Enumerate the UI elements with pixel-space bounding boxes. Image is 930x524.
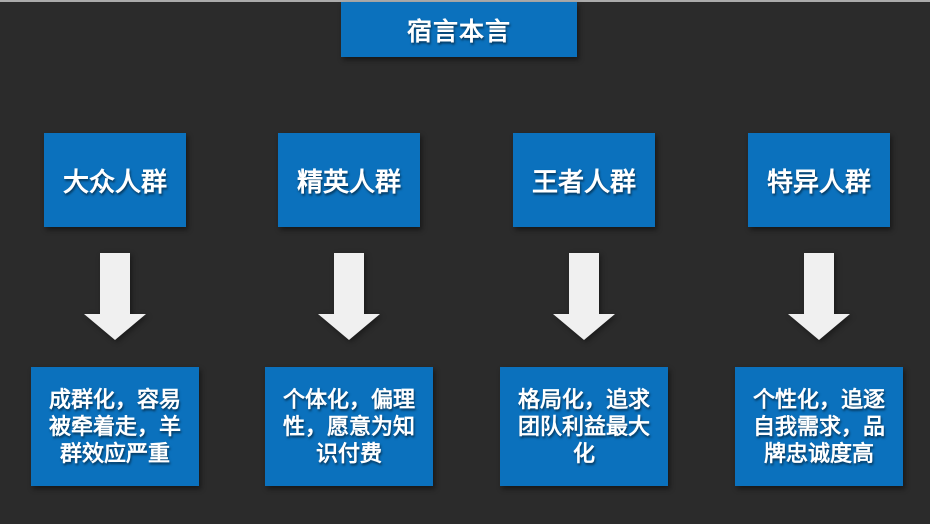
- column-elite-crowd: 精英人群 个体化，偏理 性，愿意为知 识付费: [232, 133, 466, 486]
- description-box: 个性化，追逐 自我需求，品 牌忠诚度高: [735, 367, 903, 486]
- group-box: 精英人群: [278, 133, 420, 227]
- down-arrow-icon: [84, 253, 146, 340]
- arrow-head: [84, 314, 146, 340]
- column-mass-crowd: 大众人群 成群化，容易 被牵着走，羊 群效应严重: [0, 133, 232, 486]
- arrow-head: [318, 314, 380, 340]
- column-king-crowd: 王者人群 格局化，追求 团队利益最大 化: [467, 133, 701, 486]
- description-box: 个体化，偏理 性，愿意为知 识付费: [265, 367, 433, 486]
- description-text: 个体化，偏理 性，愿意为知 识付费: [282, 387, 415, 466]
- arrow-shaft: [100, 253, 130, 314]
- arrow-shaft: [569, 253, 599, 314]
- arrow-head: [553, 314, 615, 340]
- description-box: 格局化，追求 团队利益最大 化: [500, 367, 668, 486]
- down-arrow-icon: [788, 253, 850, 340]
- description-text: 个性化，追逐 自我需求，品 牌忠诚度高: [752, 387, 885, 466]
- group-label: 特异人群: [766, 166, 871, 197]
- group-label: 精英人群: [296, 166, 401, 197]
- column-special-crowd: 特异人群 个性化，追逐 自我需求，品 牌忠诚度高: [702, 133, 930, 486]
- page-title: 宿言本言: [406, 17, 511, 46]
- group-box: 王者人群: [513, 133, 655, 227]
- description-text: 格局化，追求 团队利益最大 化: [517, 387, 650, 466]
- group-label: 大众人群: [62, 166, 167, 197]
- arrow-shaft: [804, 253, 834, 314]
- down-arrow-icon: [318, 253, 380, 340]
- title-box: 宿言本言: [341, 2, 577, 57]
- arrow-head: [788, 314, 850, 340]
- group-box: 大众人群: [44, 133, 186, 227]
- description-text: 成群化，容易 被牵着走，羊 群效应严重: [48, 387, 181, 466]
- group-box: 特异人群: [748, 133, 890, 227]
- top-border-line: [0, 0, 930, 2]
- group-label: 王者人群: [531, 166, 636, 197]
- down-arrow-icon: [553, 253, 615, 340]
- description-box: 成群化，容易 被牵着走，羊 群效应严重: [31, 367, 199, 486]
- arrow-shaft: [334, 253, 364, 314]
